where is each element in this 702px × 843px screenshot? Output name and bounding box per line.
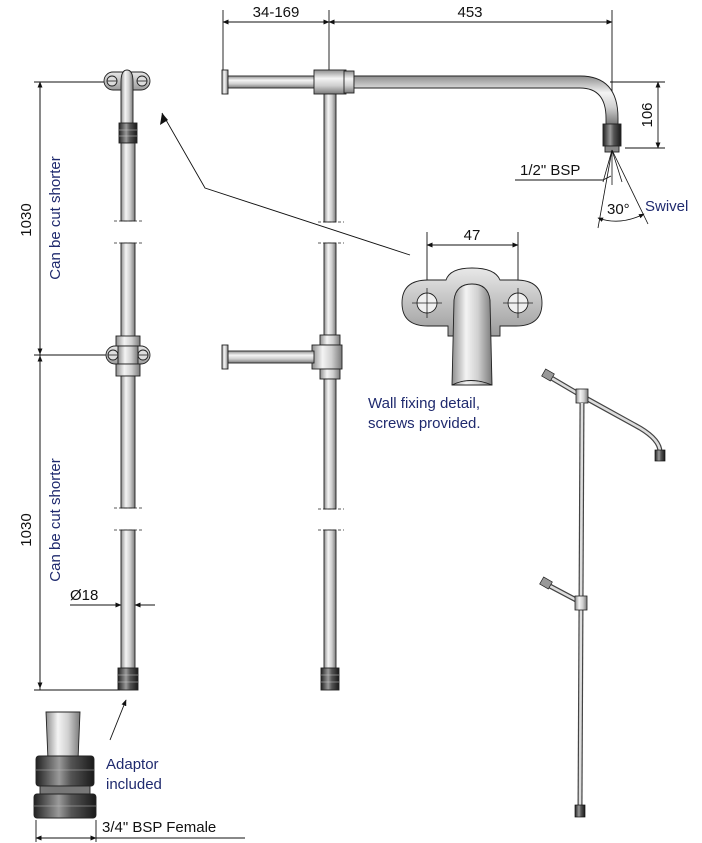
- bracket-width-label: 47: [464, 227, 481, 244]
- side-riser-segment-4: [323, 529, 337, 671]
- riser-segment-4: [120, 529, 136, 671]
- riser-segment-2: [120, 242, 136, 339]
- perspective-nozzle: [654, 449, 666, 462]
- middle-tee: [311, 344, 343, 370]
- upper-length-label: 1030: [18, 203, 35, 236]
- perspective-bottom-nut: [574, 804, 586, 818]
- middle-wall-bracket: [105, 335, 151, 377]
- arm-length-label: 453: [457, 4, 482, 21]
- middle-wall-flange: [221, 344, 229, 370]
- wall-fixing-note-line2: screws provided.: [368, 415, 481, 432]
- detail-leader-line: [161, 112, 411, 256]
- top-wall-bracket: [103, 69, 151, 126]
- side-riser-segment-2: [323, 242, 337, 336]
- offset-label: 34-169: [253, 4, 300, 21]
- middle-wall-arm: [227, 350, 315, 364]
- cut-upper-note: Can be cut shorter: [47, 156, 64, 279]
- adaptor-note-line1: Adaptor: [106, 756, 159, 773]
- bsp-female-label: 3/4" BSP Female: [102, 819, 216, 836]
- adaptor-nut-upper: [35, 755, 95, 787]
- swivel-angle-label: 30°: [607, 201, 630, 218]
- perspective-view: [539, 368, 666, 818]
- riser-left-view: 1030 Can be cut shorter 1030 Can be cut …: [18, 69, 411, 741]
- wall-arm: [227, 75, 319, 89]
- swivel-label: Swivel: [645, 198, 688, 215]
- lower-length-label: 1030: [18, 513, 35, 546]
- top-nut: [118, 122, 138, 144]
- adaptor-detail: 3/4" BSP Female Adaptor included: [33, 711, 245, 842]
- shower-arm: [353, 75, 619, 125]
- riser-side-view: 34-169 453 106 30° Swivel 1/2" BSP: [221, 4, 688, 691]
- side-riser-segment-3: [323, 378, 337, 510]
- cut-lower-note: Can be cut shorter: [47, 458, 64, 581]
- adaptor-leader-line: [109, 699, 127, 741]
- side-bottom-nut: [320, 667, 340, 691]
- top-tee: [313, 69, 347, 95]
- bsp-outlet-label: 1/2" BSP: [520, 162, 580, 179]
- riser-segment-3: [120, 375, 136, 509]
- wall-fixing-detail: 47 Wall fixing detail, screws provided.: [368, 227, 543, 432]
- shower-nozzle-nut: [602, 123, 622, 147]
- diameter-label: Ø18: [70, 587, 98, 604]
- detail-pipe: [451, 283, 493, 386]
- riser-segment-1: [120, 142, 136, 222]
- wall-fixing-note-line1: Wall fixing detail,: [368, 395, 480, 412]
- perspective-shower-arm: [579, 393, 663, 455]
- swivel-line-right: [611, 149, 649, 225]
- bottom-nut: [117, 667, 139, 691]
- side-riser-segment-1: [323, 93, 337, 223]
- drop-label: 106: [639, 102, 656, 127]
- top-wall-flange: [221, 69, 229, 95]
- adaptor-note-line2: included: [106, 776, 162, 793]
